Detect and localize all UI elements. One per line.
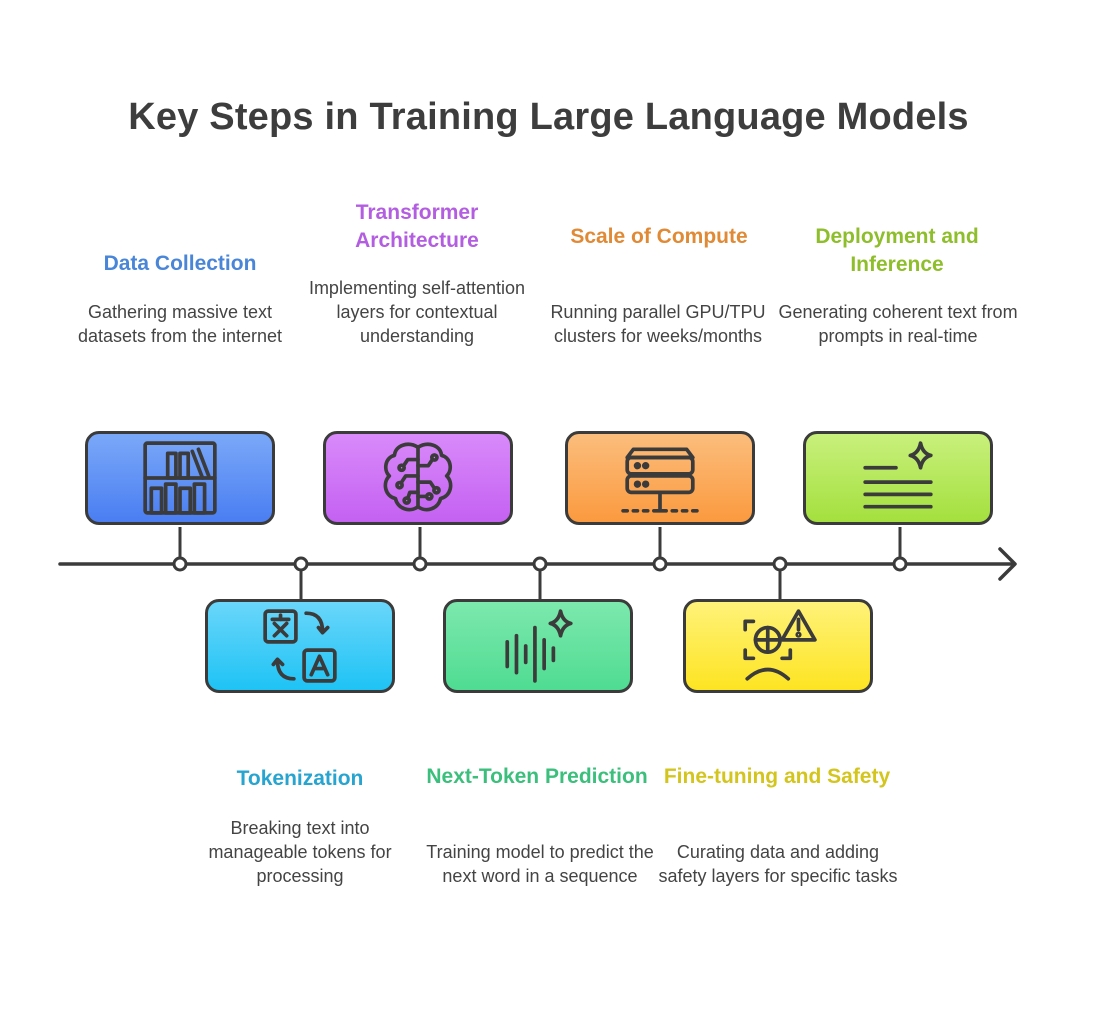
face-scan-warning-icon [743,609,817,681]
step-box-tokenization [205,599,395,693]
brain-circuit-icon [383,442,453,512]
step-description-data-collection: Gathering massive text datasets from the… [77,302,283,346]
step-box-fine-tuning-and-safety [683,599,873,693]
step-heading-deployment-and-inference: Deployment and Inference [815,225,979,276]
timeline-marker-4 [532,556,548,572]
step-description-transformer-architecture: Implementing self-attention layers for c… [308,278,526,346]
step-heading-data-collection: Data Collection [103,252,257,275]
step-box-data-collection [85,431,275,525]
step-heading-tokenization: Tokenization [236,767,364,790]
timeline-arrowhead [998,547,1017,581]
step-heading-fine-tuning-and-safety: Fine-tuning and Safety [663,765,891,788]
timeline-marker-7 [892,556,908,572]
step-description-scale-of-compute: Running parallel GPU/TPU clusters for we… [550,302,766,346]
step-description-next-token-prediction: Training model to predict the next word … [426,842,654,886]
step-heading-transformer-architecture: Transformer Architecture [355,201,479,252]
server-icon [621,447,699,513]
step-description-deployment-and-inference: Generating coherent text from prompts in… [778,302,1018,346]
bookshelf-icon [143,441,217,515]
timeline-marker-6 [772,556,788,572]
timeline-marker-2 [293,556,309,572]
step-box-next-token-prediction [443,599,633,693]
page-title: Key Steps in Training Large Language Mod… [128,96,969,138]
step-box-scale-of-compute [565,431,755,525]
timeline-marker-5 [652,556,668,572]
translate-icon [263,609,337,683]
timeline-marker-1 [172,556,188,572]
step-description-fine-tuning-and-safety: Curating data and adding safety layers f… [658,842,898,886]
step-box-deployment-and-inference [803,431,993,525]
timeline-marker-3 [412,556,428,572]
step-heading-scale-of-compute: Scale of Compute [570,225,748,248]
step-box-transformer-architecture [323,431,513,525]
text-sparkle-icon [863,441,933,509]
audio-wave-sparkle-icon [505,609,573,683]
step-description-tokenization: Breaking text into manageable tokens for… [208,818,392,886]
step-heading-next-token-prediction: Next-Token Prediction [426,765,648,788]
